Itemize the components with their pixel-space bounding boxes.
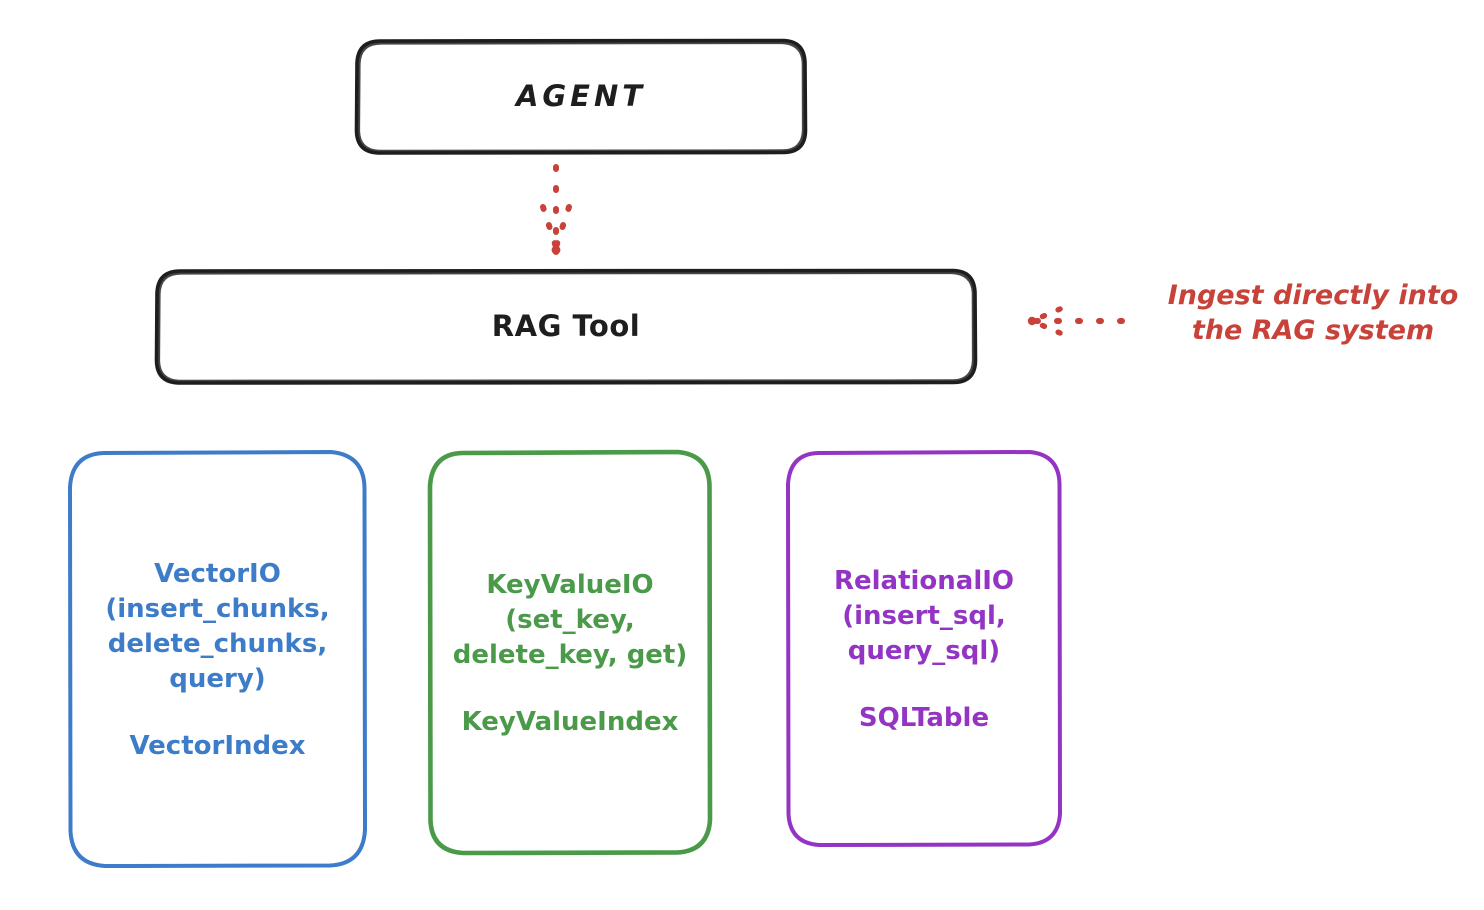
node-vector-io[interactable]: VectorIO (insert_chunks, delete_chunks, … (70, 452, 365, 866)
vector-io-box-outline (68, 450, 367, 868)
node-relational-io-sublabel: SQLTable (858, 702, 990, 733)
agent-box-outline (354, 38, 808, 155)
node-key-value-io[interactable]: KeyValueIO (set_key, delete_key, get) Ke… (430, 452, 710, 853)
node-relational-io[interactable]: RelationalIO (insert_sql, query_sql) SQL… (788, 452, 1060, 845)
rag-tool-box-outline (154, 268, 978, 385)
node-relational-io-label: RelationalIO (insert_sql, query_sql) (833, 566, 1015, 666)
key-value-io-box-outline (427, 449, 713, 856)
node-rag-tool-label: RAG Tool (491, 308, 641, 343)
node-key-value-io-sublabel: KeyValueIndex (461, 706, 679, 737)
node-vector-io-sublabel: VectorIndex (129, 730, 306, 761)
node-agent-label: AGENT (515, 78, 647, 113)
connector-ingest-to-rag-tool (1027, 306, 1125, 336)
connector-agent-to-rag-tool (540, 164, 572, 255)
relational-io-box-outline (786, 450, 1062, 847)
annotation-ingest-directly: Ingest directly into the RAG system (1167, 280, 1459, 347)
node-rag-tool[interactable]: RAG Tool (157, 270, 975, 383)
node-agent[interactable]: AGENT (357, 40, 805, 153)
node-key-value-io-label: KeyValueIO (set_key, delete_key, get) (452, 570, 688, 670)
node-vector-io-label: VectorIO (insert_chunks, delete_chunks, … (105, 559, 330, 694)
